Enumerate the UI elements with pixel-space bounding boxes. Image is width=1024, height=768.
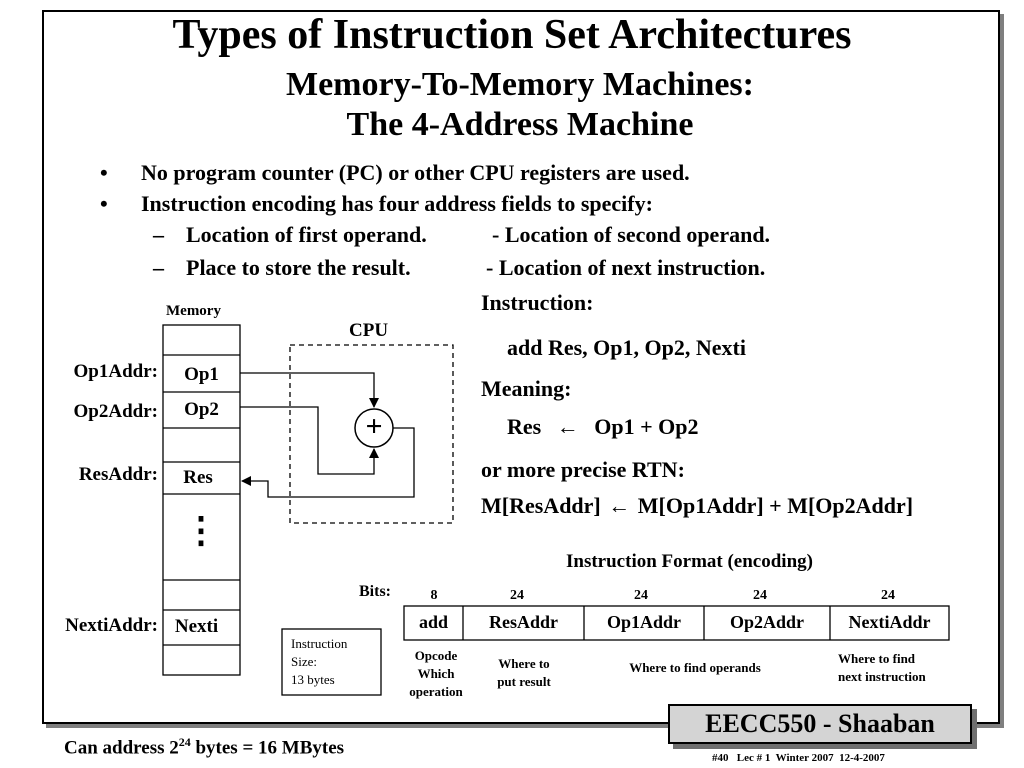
bullet-dot-1: • xyxy=(100,160,108,185)
subbullet-2-right: - Location of next instruction. xyxy=(486,255,766,280)
meaning-lhs: Res xyxy=(507,414,542,439)
course-badge: EECC550 - Shaaban xyxy=(668,704,972,744)
bits-add: 8 xyxy=(430,588,438,603)
field-op2addr: Op2Addr xyxy=(729,612,805,632)
instruction-size: Instruction Size: 13 bytes xyxy=(291,636,348,687)
field-nextiaddr: NextiAddr xyxy=(848,612,931,632)
format-box xyxy=(403,605,950,641)
bits-resaddr: 24 xyxy=(510,588,524,603)
subbullet-1-left: Location of first operand. xyxy=(186,222,427,247)
memory-cell-op2: Op2 xyxy=(184,399,219,420)
op2-path xyxy=(240,406,379,475)
meaning-arrow: ← xyxy=(556,414,579,439)
rtn-rhs: M[Op1Addr] + M[Op2Addr] xyxy=(637,493,914,518)
slide-subtitle-1: Memory-To-Memory Machines: xyxy=(286,66,754,103)
op2-addr-label: Op2Addr: xyxy=(73,401,158,422)
rtn-lhs: M[ResAddr] xyxy=(481,493,601,518)
bullet-2: Instruction encoding has four address fi… xyxy=(141,191,653,216)
op1-addr-label: Op1Addr: xyxy=(73,361,158,382)
result-path xyxy=(241,427,415,498)
slide-title: Types of Instruction Set Architectures xyxy=(172,12,852,58)
cpu-label: CPU xyxy=(349,320,389,341)
bits-label: Bits: xyxy=(359,583,391,600)
desc-opcode: Opcode Which operation xyxy=(409,648,463,699)
adder-plus: + xyxy=(365,410,383,443)
res-addr-label: ResAddr: xyxy=(78,464,158,485)
bits-op1addr: 24 xyxy=(634,588,648,603)
slide-subtitle-2: The 4-Address Machine xyxy=(346,106,694,143)
bits-nextiaddr: 24 xyxy=(881,588,895,603)
meaning-expression: Res ← Op1 + Op2 xyxy=(507,414,698,440)
slide-info: #40 Lec # 1 Winter 2007 12-4-2007 xyxy=(712,752,885,764)
memory-cell-nexti: Nexti xyxy=(174,616,219,637)
memory-label: Memory xyxy=(166,303,221,319)
meaning-rhs: Op1 + Op2 xyxy=(594,414,699,439)
desc-next: Where to find next instruction xyxy=(838,651,926,684)
subbullet-dash-2: – xyxy=(153,255,164,280)
field-op1addr: Op1Addr xyxy=(606,612,682,632)
memory-ellipsis: ⋮ xyxy=(183,510,219,550)
rtn-heading: or more precise RTN: xyxy=(481,457,685,482)
subbullet-2-left: Place to store the result. xyxy=(186,255,411,280)
subbullet-dash-1: – xyxy=(153,222,164,247)
slide-frame xyxy=(42,10,1000,724)
field-resaddr: ResAddr xyxy=(488,612,558,632)
desc-operands: Where to find operands xyxy=(629,660,761,675)
memory-column xyxy=(162,324,241,676)
bullet-dot-2: • xyxy=(100,191,108,216)
meaning-heading: Meaning: xyxy=(481,376,572,401)
subbullet-1-right: - Location of second operand. xyxy=(492,222,771,247)
rtn-arrow: ← xyxy=(608,493,631,518)
bullet-1: No program counter (PC) or other CPU reg… xyxy=(141,160,690,185)
address-note: Can address 224 bytes = 16 MBytes xyxy=(64,735,345,759)
format-title: Instruction Format (encoding) xyxy=(566,551,813,572)
memory-cell-res: Res xyxy=(183,467,213,488)
cpu-box xyxy=(289,344,454,524)
rtn-expression: M[ResAddr] ← M[Op1Addr] + M[Op2Addr] xyxy=(481,493,913,519)
desc-result: Where to put result xyxy=(497,656,551,689)
size-box xyxy=(281,628,382,696)
op1-path xyxy=(240,372,379,408)
instruction-heading: Instruction: xyxy=(481,290,594,315)
memory-cell-op1: Op1 xyxy=(184,364,219,385)
nexti-addr-label: NextiAddr: xyxy=(65,615,158,636)
field-add: add xyxy=(418,612,449,632)
bits-op2addr: 24 xyxy=(753,588,767,603)
instruction-text: add Res, Op1, Op2, Nexti xyxy=(507,335,746,360)
